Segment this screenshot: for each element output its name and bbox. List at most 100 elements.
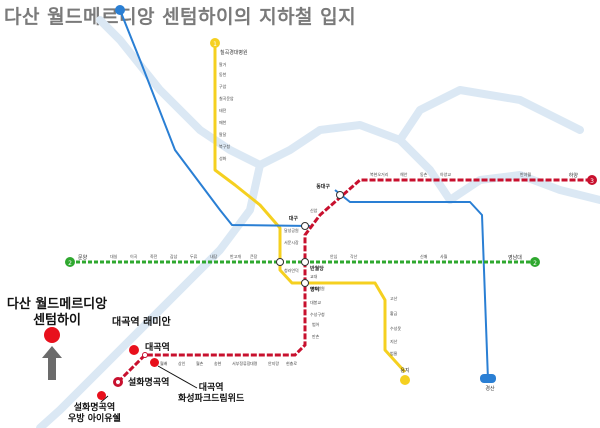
line1-bottom-terminal xyxy=(400,375,410,385)
daegok-raemian-marker xyxy=(129,345,139,355)
station-sinmae: 신매 xyxy=(420,253,428,259)
station-dongchon: 동촌 xyxy=(420,171,428,177)
label-line1-bottom: 용지 xyxy=(400,367,409,374)
station-dalseong: 달성공원 xyxy=(284,227,299,233)
daegok-park-marker xyxy=(150,358,159,367)
station-ayanggyo: 아양교 xyxy=(440,171,451,177)
station-manchon: 만촌 xyxy=(312,333,320,339)
station-gakgye: 각산 xyxy=(350,253,358,259)
daegok-station-marker xyxy=(142,352,148,358)
line3-right-terminal xyxy=(587,175,597,185)
station-banyawol: 반야월 xyxy=(520,171,531,177)
label-dongdaegu: 동대구 xyxy=(316,183,330,190)
station-sinam: 신암 xyxy=(310,207,318,213)
station-daebong: 대봉교 xyxy=(310,299,321,305)
seolhwa-station-label: 설화명곡역 xyxy=(128,378,170,388)
station-suseongmot: 수성못 xyxy=(390,325,401,331)
station-dongcheon: 동천 xyxy=(219,71,227,77)
label-line3-east: 하양 xyxy=(569,172,579,179)
complex-marker xyxy=(44,327,60,343)
transfer-dongdaegu xyxy=(336,191,344,199)
complex-name-line2: 센텀하이 xyxy=(33,312,81,328)
station-sangin: 상인 xyxy=(178,360,186,366)
terminal-markers: 1 2 2 3 1 xyxy=(65,5,597,387)
line2-left-terminal xyxy=(65,257,75,267)
label-banwoldang: 반월당 xyxy=(310,265,324,272)
seolhwa-wobang-line1: 설화명곡역 xyxy=(73,403,116,413)
label-daegu: 대구 xyxy=(289,215,299,222)
up-arrow-icon xyxy=(42,346,62,380)
station-palda: 팔달 xyxy=(219,131,227,137)
station-anjirang: 안지랑 xyxy=(268,360,279,366)
complex-name-line1: 다산 월드메르디앙 xyxy=(6,297,108,312)
station-wolchon: 월촌 xyxy=(196,360,204,366)
station-gamsam: 감삼 xyxy=(170,253,178,259)
station-cheongna: 청라언덕 xyxy=(284,267,299,273)
station-bangogae: 반고개 xyxy=(230,253,241,259)
station-guam: 구암 xyxy=(219,83,227,89)
station-isu: 이곡 xyxy=(130,253,138,259)
river xyxy=(36,16,600,428)
station-buksu: 북구청 xyxy=(219,143,230,149)
station-labels: 팔거 동천 구암 칠곡운암 태전 매천 팔달 북구청 성화 달성공원 서문시장 … xyxy=(110,61,531,366)
station-gyodae: 교대 xyxy=(310,273,318,279)
transfer-labels: 반월당 대구 동대구 명덕 xyxy=(276,183,344,293)
label-line3-top: 칠곡경대병원 xyxy=(220,49,248,56)
daegok-park-line2: 화성파크드림위드 xyxy=(178,393,245,404)
line1-terminal xyxy=(210,38,220,48)
station-chilgok: 칠곡운암 xyxy=(219,95,234,101)
line2-right-number: 2 xyxy=(533,260,537,267)
station-naedang: 내당 xyxy=(210,253,218,259)
station-suseong: 수성구청 xyxy=(310,311,325,317)
station-keunjang: 큰장 xyxy=(250,253,258,259)
line3-right-number: 3 xyxy=(590,178,594,185)
complex-name: 다산 월드메르디앙 센텀하이 xyxy=(2,297,112,328)
highlight-stations xyxy=(115,352,148,385)
station-seonghwa: 성화 xyxy=(219,155,227,161)
line2-left-number: 2 xyxy=(68,260,72,267)
station-haean: 해안 xyxy=(400,171,408,177)
station-daemyeong: 대명 xyxy=(250,360,258,366)
line4-route xyxy=(119,9,311,227)
station-wolbae: 월배 xyxy=(160,360,168,366)
seolhwa-station-marker xyxy=(115,379,121,385)
line1-terminal-number: 1 xyxy=(213,41,217,48)
label-myeongdeok: 명덕 xyxy=(310,286,320,293)
connector-lines xyxy=(100,365,198,403)
line4-east-route xyxy=(334,189,489,381)
label-line2-right: 영남대 xyxy=(508,254,522,261)
line4-top-terminal xyxy=(115,5,125,15)
label-line4-bottom: 경산 xyxy=(485,385,495,392)
station-taejeon: 태전 xyxy=(219,107,227,113)
station-jukjeon: 죽전 xyxy=(150,253,158,259)
station-jisan: 지산 xyxy=(390,338,398,344)
daegok-park-line1: 대곡역 xyxy=(198,383,224,393)
station-yeongdae: 영대병원 xyxy=(310,285,325,291)
station-hwanggeum: 황금 xyxy=(390,310,398,316)
terminal-labels: 문양 영남대 하양 칠곡경대병원 경산 용지 xyxy=(78,49,578,392)
station-hyeonchungno: 현충로 xyxy=(286,360,297,366)
connector-seolhwa xyxy=(100,395,109,403)
line2-right-terminal xyxy=(530,257,540,267)
station-beomeo: 범어 xyxy=(312,321,320,327)
station-bokhyeon: 복현오거리 xyxy=(370,171,389,177)
station-songhyeon: 송현 xyxy=(214,360,222,366)
line4-bottom-terminal xyxy=(480,374,496,383)
label-line2-left: 문양 xyxy=(78,254,88,261)
daegok-park-label: 대곡역 화성파크드림위드 xyxy=(178,383,244,405)
daegok-raemian-label: 대곡역 래미안 xyxy=(112,317,171,328)
transfer-banwoldang xyxy=(301,258,309,266)
transfer-myeongdeok2 xyxy=(301,279,309,287)
line3-route xyxy=(116,178,590,384)
daegok-station-label: 대곡역 xyxy=(145,343,170,353)
station-daesil: 대실 xyxy=(110,253,118,259)
page-title: 다산 월드메르디앙 센텀하이의 지하철 입지 xyxy=(4,6,357,28)
line1-route xyxy=(213,43,407,374)
transfer-myeongdeok xyxy=(276,258,284,266)
station-seobu: 서부정류장 xyxy=(232,360,251,366)
seolhwa-wobang-line2: 우방 아이유쉘 xyxy=(68,413,121,424)
station-palgeo: 팔거 xyxy=(219,61,227,67)
transfer-daegu xyxy=(301,222,309,230)
station-seomun: 서문시장 xyxy=(284,239,299,245)
